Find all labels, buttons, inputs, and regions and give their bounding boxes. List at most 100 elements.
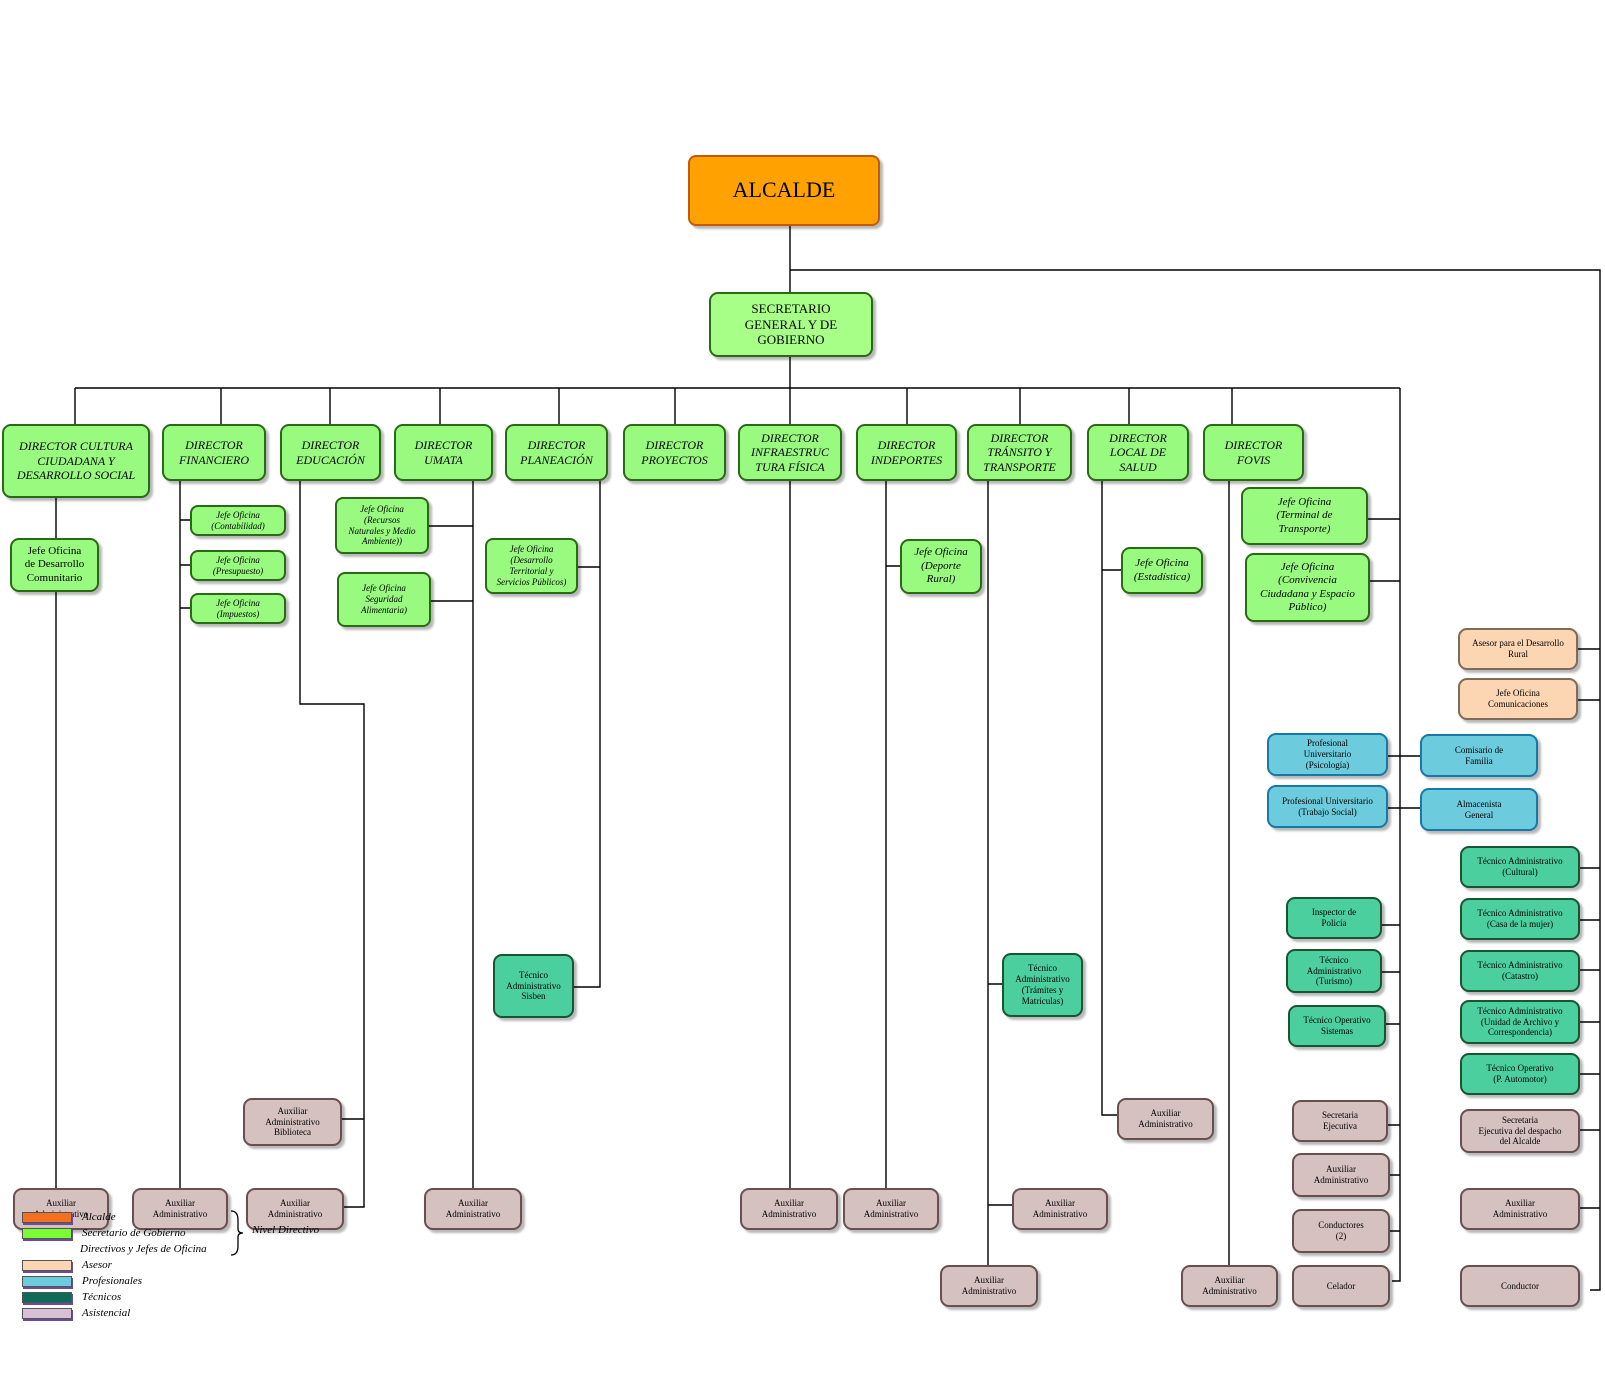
director-cultura: DIRECTOR CULTURA CIUDADANA Y DESARROLLO … — [2, 424, 150, 498]
jefe-label: Jefe Oficina (Desarrollo Territorial y S… — [496, 544, 567, 587]
asistencial-label: Auxiliar Administrativo — [267, 1198, 323, 1219]
auxiliar-despacho: Auxiliar Administrativo — [1460, 1188, 1580, 1230]
jefe-label: Jefe Oficina (Deporte Rural) — [914, 546, 968, 586]
auxiliar-salud: Auxiliar Administrativo — [1117, 1098, 1214, 1140]
legend-label: Técnicos — [82, 1291, 122, 1303]
asistencial-label: Auxiliar Administrativo — [1313, 1164, 1369, 1185]
tecnico-label: Inspector de Policía — [1311, 907, 1357, 928]
jefe-label: Jefe Oficina (Estadística) — [1133, 557, 1191, 583]
jefe-label: Jefe Oficina (Recursos Naturales y Medio… — [348, 503, 416, 547]
legend-brace — [230, 1210, 244, 1256]
jefe-impuestos: Jefe Oficina (Impuestos) — [190, 593, 286, 624]
tecnico-label: Técnico Operativo (P. Automotor) — [1486, 1063, 1554, 1084]
tecnico-sistemas: Técnico Operativo Sistemas — [1288, 1005, 1386, 1047]
tecnico-label: Técnico Administrativo (Catastro) — [1477, 960, 1563, 981]
asistencial-label: Auxiliar Administrativo — [1138, 1108, 1193, 1129]
jefe-comunicaciones: Jefe Oficina Comunicaciones — [1458, 678, 1578, 720]
legend: Alcalde Secretario de Gobierno Directivo… — [22, 1210, 362, 1320]
jefe-terminal-transporte: Jefe Oficina (Terminal de Transporte) — [1241, 487, 1368, 545]
asistencial-label: Conductores (2) — [1318, 1220, 1364, 1241]
auxiliar-financiero: Auxiliar Administrativo — [132, 1188, 228, 1230]
legend-label: Asistencial — [82, 1307, 131, 1319]
director-transito: DIRECTOR TRÁNSITO Y TRANSPORTE — [967, 424, 1072, 481]
director-label: DIRECTOR UMATA — [414, 437, 473, 467]
director-fovis: DIRECTOR FOVIS — [1203, 424, 1304, 481]
director-infraestructura: DIRECTOR INFRAESTRUC TURA FÍSICA — [738, 424, 842, 481]
tecnico-casa-mujer: Técnico Administrativo (Casa de la mujer… — [1460, 898, 1580, 940]
director-label: DIRECTOR TRÁNSITO Y TRANSPORTE — [983, 430, 1056, 474]
asistencial-label: Auxiliar Administrativo — [1492, 1198, 1548, 1219]
legend-item: Alcalde — [22, 1210, 116, 1224]
jefe-contabilidad: Jefe Oficina (Contabilidad) — [190, 505, 286, 536]
legend-item: Profesionales — [22, 1274, 142, 1288]
director-umata: DIRECTOR UMATA — [394, 424, 493, 481]
asesor-label: Asesor para el Desarrollo Rural — [1472, 638, 1564, 659]
asistencial-label: Auxiliar Administrativo — [863, 1198, 919, 1219]
asistencial-label: Auxiliar Administrativo — [961, 1275, 1017, 1296]
jefe-label: Jefe Oficina (Presupuesto) — [212, 554, 264, 576]
conductor: Conductor — [1460, 1265, 1580, 1307]
jefe-desarrollo-comunitario: Jefe Oficina de Desarrollo Comunitario — [10, 538, 99, 592]
director-label: DIRECTOR FINANCIERO — [179, 437, 249, 467]
director-label: DIRECTOR PROYECTOS — [641, 437, 708, 467]
auxiliar-infraestructura: Auxiliar Administrativo — [740, 1188, 838, 1230]
jefe-convivencia: Jefe Oficina (Convivencia Ciudadana y Es… — [1245, 553, 1370, 622]
jefe-label: Jefe Oficina (Terminal de Transporte) — [1276, 495, 1333, 535]
auxiliar-fovis: Auxiliar Administrativo — [1181, 1265, 1278, 1307]
profesional-trabajo-social: Profesional Universitario (Trabajo Socia… — [1267, 785, 1388, 828]
legend-label: Asesor — [82, 1259, 112, 1271]
legend-swatch — [22, 1275, 72, 1287]
legend-item: Directivos y Jefes de Oficina — [22, 1242, 207, 1256]
director-indeportes: DIRECTOR INDEPORTES — [856, 424, 957, 481]
asistencial-label: Auxiliar Administrativo Biblioteca — [265, 1105, 320, 1138]
tecnico-label: Técnico Administrativo (Unidad de Archiv… — [1477, 1005, 1563, 1038]
jefe-label: Jefe Oficina (Contabilidad) — [211, 509, 265, 531]
profesional-label: Almacenista General — [1456, 798, 1502, 820]
auxiliar-transito-1: Auxiliar Administrativo — [1012, 1188, 1108, 1230]
director-label: DIRECTOR LOCAL DE SALUD — [1109, 430, 1167, 474]
profesional-label: Profesional Universitario (Trabajo Socia… — [1282, 795, 1373, 817]
profesional-label: Comisario de Familia — [1454, 744, 1504, 766]
jefe-estadistica: Jefe Oficina (Estadística) — [1121, 547, 1203, 594]
legend-swatch — [22, 1291, 72, 1303]
legend-item: Técnicos — [22, 1290, 121, 1304]
director-label: DIRECTOR CULTURA CIUDADANA Y DESARROLLO … — [16, 439, 136, 483]
asistencial-label: Auxiliar Administrativo — [445, 1198, 501, 1219]
director-label: DIRECTOR PLANEACIÓN — [520, 437, 593, 467]
conductores: Conductores (2) — [1292, 1209, 1390, 1253]
asistencial-label: Secretaria Ejecutiva del despacho del Al… — [1478, 1114, 1562, 1147]
legend-swatch — [22, 1259, 72, 1271]
tecnico-cultural: Técnico Administrativo (Cultural) — [1460, 846, 1580, 888]
secretario-label: SECRETARIO GENERAL Y DE GOBIERNO — [744, 300, 838, 348]
legend-item: Secretario de Gobierno — [22, 1226, 185, 1240]
legend-swatch — [22, 1227, 72, 1239]
almacenista-general: Almacenista General — [1420, 788, 1538, 831]
tecnico-label: Técnico Administrativo (Trámites y Matri… — [1015, 963, 1070, 1006]
profesional-psicologia: Profesional Universitario (Psicología) — [1267, 733, 1388, 776]
alcalde-box: ALCALDE — [688, 155, 880, 226]
jefe-desarrollo-territorial: Jefe Oficina (Desarrollo Territorial y S… — [485, 538, 578, 594]
tecnico-tramites: Técnico Administrativo (Trámites y Matri… — [1002, 953, 1083, 1017]
jefe-seguridad-alimentaria: Jefe Oficina Seguridad Alimentaria) — [337, 572, 431, 627]
tecnico-label: Técnico Administrativo (Turismo) — [1306, 954, 1362, 987]
tecnico-catastro: Técnico Administrativo (Catastro) — [1460, 950, 1580, 992]
auxiliar-educacion: Auxiliar Administrativo — [246, 1188, 344, 1230]
legend-swatch — [22, 1211, 72, 1223]
tecnico-label: Técnico Administrativo Sisben — [506, 969, 561, 1002]
legend-label: Profesionales — [82, 1275, 143, 1287]
legend-label: Directivos y Jefes de Oficina — [80, 1243, 207, 1255]
asesor-label: Jefe Oficina Comunicaciones — [1488, 688, 1548, 709]
auxiliar-gobierno: Auxiliar Administrativo — [1292, 1153, 1390, 1197]
tecnico-label: Técnico Administrativo (Casa de la mujer… — [1477, 908, 1563, 929]
jefe-recursos-naturales: Jefe Oficina (Recursos Naturales y Medio… — [335, 497, 429, 554]
jefe-label: Jefe Oficina (Impuestos) — [216, 597, 260, 619]
legend-level-label: Nivel Directivo — [252, 1224, 320, 1236]
profesional-label: Profesional Universitario (Psicología) — [1303, 738, 1352, 770]
inspector-policia: Inspector de Policía — [1286, 897, 1382, 939]
asistencial-label: Auxiliar Administrativo — [761, 1198, 817, 1219]
director-educacion: DIRECTOR EDUCACIÓN — [280, 424, 381, 481]
legend-item: Asesor — [22, 1258, 112, 1272]
director-proyectos: DIRECTOR PROYECTOS — [623, 424, 726, 481]
director-label: DIRECTOR INDEPORTES — [870, 437, 943, 467]
asesor-desarrollo-rural: Asesor para el Desarrollo Rural — [1458, 628, 1578, 670]
